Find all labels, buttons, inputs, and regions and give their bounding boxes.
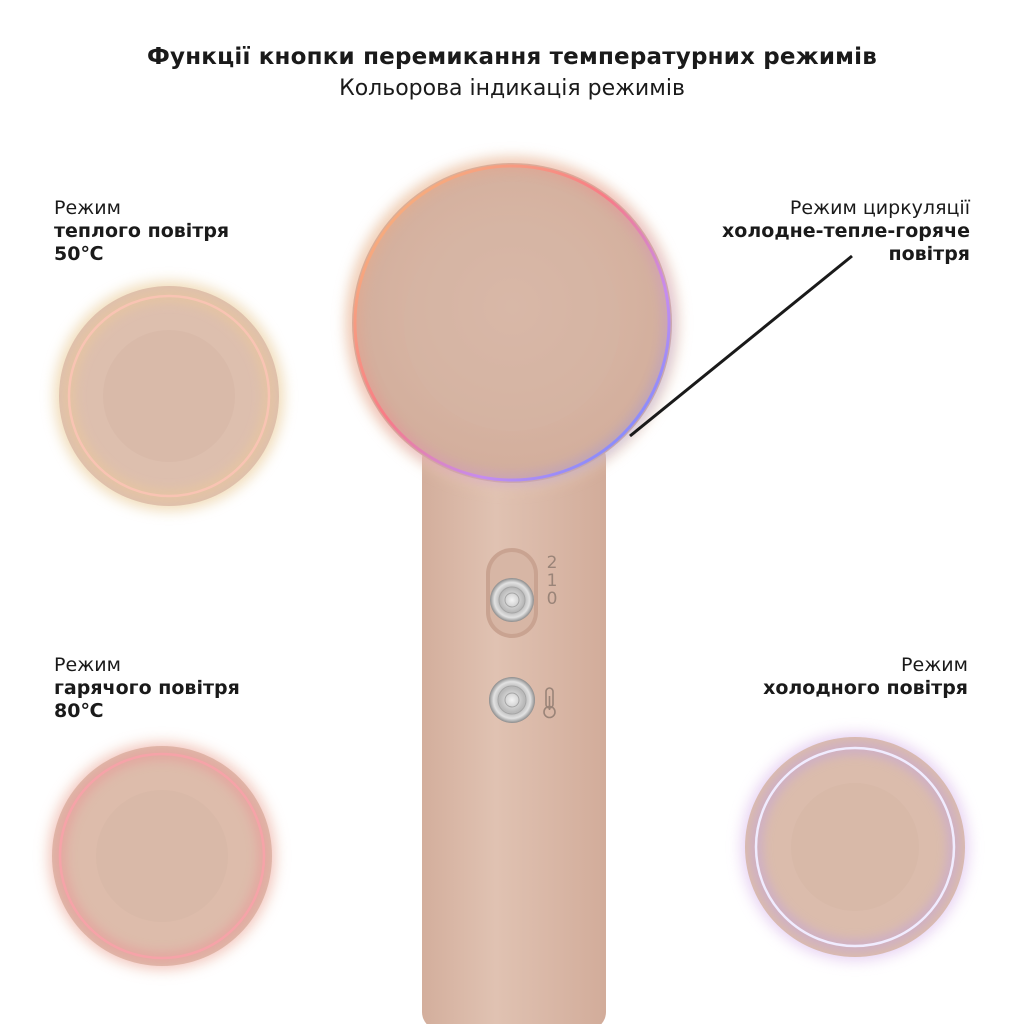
cold-mode-preview (739, 731, 971, 963)
warm-mode-temp: 50℃ (54, 243, 104, 265)
cold-mode-line2: холодного повітря (763, 677, 968, 699)
speed-label-0: 0 (547, 589, 558, 609)
circulation-mode-line1: Режим циркуляції (789, 197, 970, 219)
speed-slider[interactable] (486, 548, 538, 638)
warm-mode-line1: Режим (54, 197, 121, 219)
warm-mode-preview (53, 280, 285, 512)
hot-mode-preview (46, 740, 278, 972)
circulation-mode-line3: повітря (888, 243, 970, 265)
circulation-mode-label: Режим циркуляції холодне-тепле-горяче по… (722, 197, 970, 266)
hot-mode-temp: 80℃ (54, 700, 104, 722)
warm-mode-line2: теплого повітря (54, 220, 230, 242)
speed-label-2: 2 (547, 553, 558, 573)
speed-labels: 2 1 0 (547, 553, 558, 609)
cold-mode-line1: Режим (901, 654, 968, 676)
warm-mode-label: Режим теплого повітря 50℃ (54, 197, 229, 266)
thermometer-icon (543, 687, 556, 719)
page-subtitle: Кольорова індикація режимів (339, 76, 685, 101)
cold-mode-label: Режим холодного повітря (763, 654, 968, 700)
page-title: Функції кнопки перемикання температурних… (147, 44, 877, 70)
hot-mode-label: Режим гарячого повітря 80℃ (54, 654, 240, 723)
hot-mode-line2: гарячого повітря (54, 677, 240, 699)
hot-mode-line1: Режим (54, 654, 121, 676)
dryer-handle (422, 440, 606, 1024)
temperature-button[interactable] (489, 677, 535, 723)
speed-knob[interactable] (490, 578, 534, 622)
dryer-head (344, 155, 680, 491)
callout-line (629, 254, 853, 438)
circulation-mode-line2: холодне-тепле-горяче (722, 220, 970, 242)
speed-label-1: 1 (547, 571, 558, 591)
